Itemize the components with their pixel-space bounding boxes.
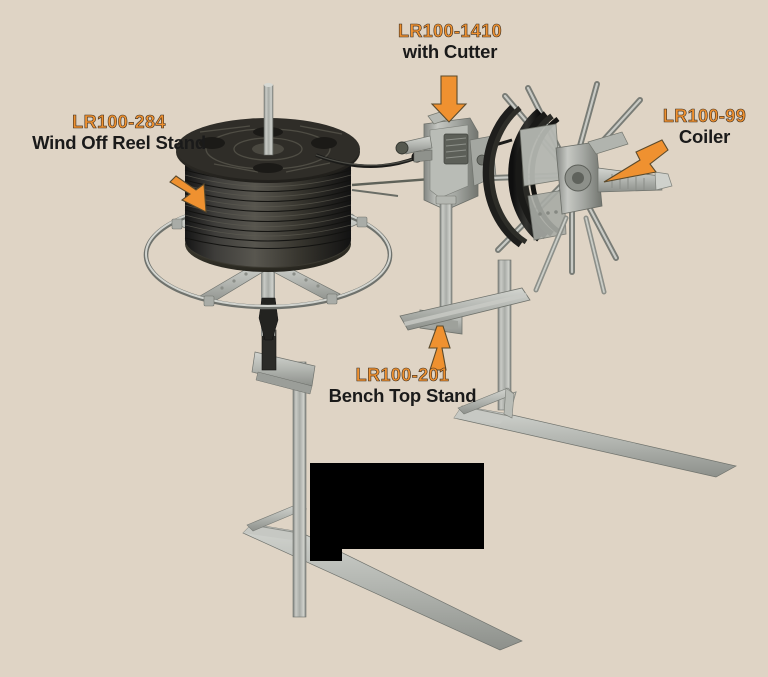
annotation-arrows (169, 75, 669, 371)
annotation-cutter: LR100-1410 with Cutter (366, 21, 534, 63)
redaction-box (310, 463, 484, 549)
coiler-column (498, 260, 511, 410)
coiler-hub (555, 131, 673, 215)
cutter-post (440, 200, 452, 325)
coiler-wheel (482, 81, 673, 295)
annotation-code-201: LR100-201 (355, 365, 450, 385)
annotation-code-284: LR100-284 (72, 112, 166, 132)
coiler-stand-base (453, 387, 737, 478)
arrow-bench-top-stand (428, 325, 451, 371)
annotation-code-99: LR100-99 (662, 106, 747, 126)
annotation-desc-99: Coiler (678, 126, 731, 148)
redaction-box-notch (310, 549, 342, 561)
annotation-bench-top-stand: LR100-201 Bench Top Stand (310, 365, 495, 407)
upper-spindle-rod (264, 85, 273, 155)
arrow-coiler (603, 139, 669, 183)
arrow-wind-off-reel-stand (169, 175, 207, 213)
annotation-wind-off-reel-stand: LR100-284 Wind Off Reel Stand (4, 112, 234, 154)
reel-stand-column (293, 362, 306, 617)
annotation-desc-1410: with Cutter (402, 41, 498, 63)
wind-off-reel-stand-graphic (143, 83, 523, 651)
annotation-code-1410: LR100-1410 (397, 21, 503, 41)
coiler-graphic (399, 81, 737, 478)
cross-beam (399, 287, 531, 331)
annotation-desc-284: Wind Off Reel Stand (32, 132, 206, 154)
annotation-desc-201: Bench Top Stand (328, 385, 477, 407)
annotation-coiler: LR100-99 Coiler (641, 106, 768, 148)
arrow-cutter (430, 75, 468, 123)
